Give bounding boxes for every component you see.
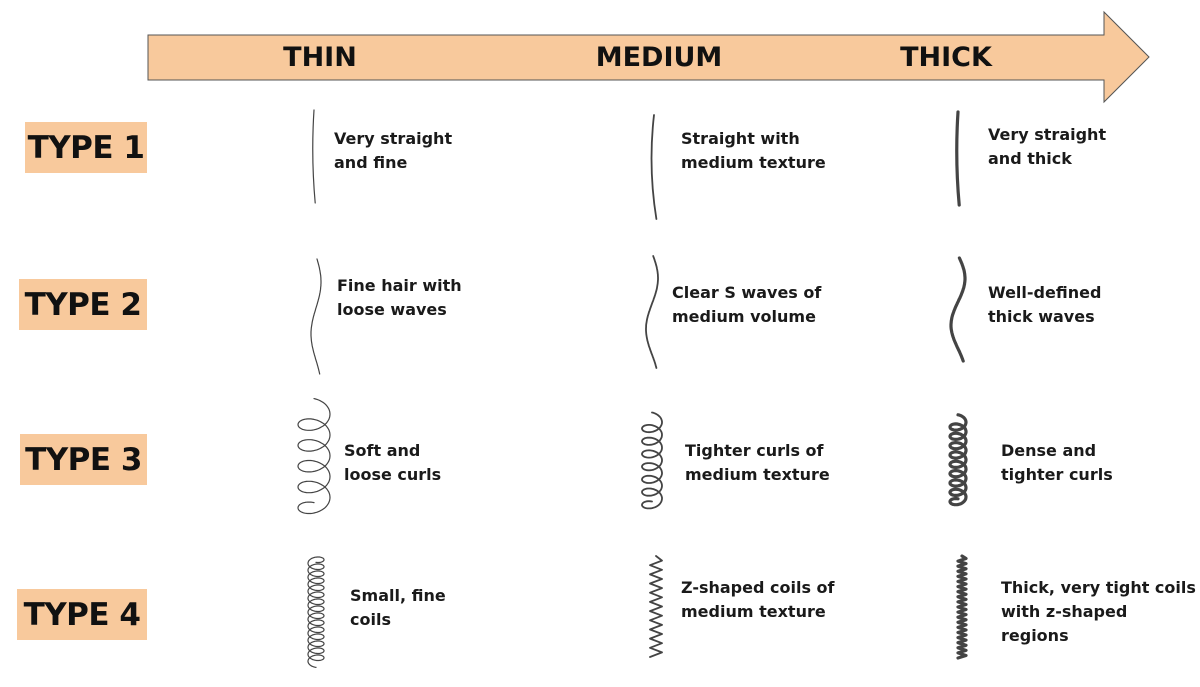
hair-strand-illustrations xyxy=(297,109,968,668)
coily-medium-hair-icon xyxy=(649,555,663,658)
desc-type4-medium: Z-shaped coils of medium texture xyxy=(681,578,835,621)
desc-type4-thick: Thick, very tight coils with z-shaped re… xyxy=(1001,578,1196,645)
straight-medium-hair-icon xyxy=(650,114,658,220)
desc-type1-thick: Very straight and thick xyxy=(988,125,1107,168)
curly-medium-hair-icon xyxy=(641,411,663,510)
type-3-label: TYPE 3 xyxy=(20,434,147,485)
column-label-medium: MEDIUM xyxy=(595,42,723,73)
type-2-label: TYPE 2 xyxy=(19,279,147,330)
desc-type1-medium: Straight with medium texture xyxy=(681,129,826,172)
type-1-label: TYPE 1 xyxy=(25,122,147,173)
desc-type4-thin: Small, fine coils xyxy=(350,586,446,629)
wavy-thick-hair-icon xyxy=(949,256,967,363)
desc-type1-thin: Very straight and fine xyxy=(334,129,453,172)
desc-type2-medium: Clear S waves of medium volume xyxy=(672,283,822,326)
column-label-thick: THICK xyxy=(900,42,992,73)
wavy-medium-hair-icon xyxy=(645,255,659,369)
desc-type2-thick: Well-defined thick waves xyxy=(988,283,1102,326)
coily-thick-hair-icon xyxy=(956,554,968,660)
column-label-thin: THIN xyxy=(283,42,357,73)
type-4-label: TYPE 4 xyxy=(17,589,147,640)
curly-thick-hair-icon xyxy=(948,413,968,507)
thickness-arrow xyxy=(147,10,1150,104)
wavy-thin-hair-icon xyxy=(310,258,322,375)
desc-type3-thin: Soft and loose curls xyxy=(344,441,442,484)
curly-thin-hair-icon xyxy=(297,398,331,515)
desc-type3-thick: Dense and tighter curls xyxy=(1001,441,1113,484)
coily-thin-hair-icon xyxy=(307,556,325,668)
straight-thick-hair-icon xyxy=(955,110,961,207)
desc-type3-medium: Tighter curls of medium texture xyxy=(685,441,830,484)
desc-type2-thin: Fine hair with loose waves xyxy=(337,276,462,319)
straight-thin-hair-icon xyxy=(312,109,316,204)
